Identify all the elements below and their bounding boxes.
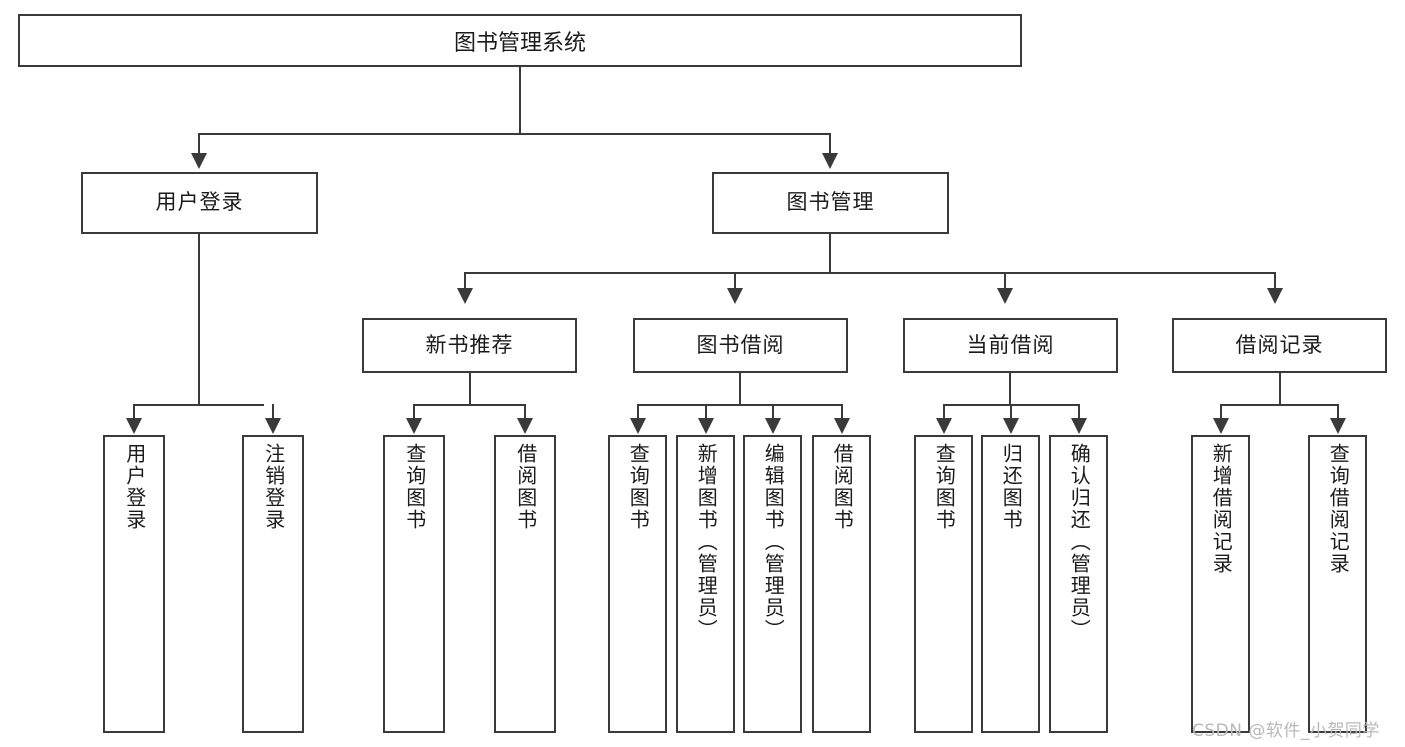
- node-new-book-recommend[interactable]: 新书推荐: [362, 318, 577, 373]
- node-user-login[interactable]: 用户登录: [81, 172, 318, 234]
- connector-nbr-bus: [413, 404, 526, 406]
- arrowhead-leaf-bb-0: [630, 418, 646, 434]
- connector-root-drop-2: [829, 133, 831, 155]
- connector-nbr-drop-2: [524, 404, 526, 420]
- node-label: 用户登录: [155, 190, 244, 215]
- watermark-text: CSDN @软件_小贺同学: [1192, 721, 1380, 741]
- connector-user-login-bus: [133, 404, 264, 406]
- connector-br-bus: [1220, 404, 1338, 406]
- leaf-new-book-recommend-1[interactable]: 借阅图书: [494, 435, 556, 733]
- connector-cb-drop-1: [943, 404, 945, 420]
- connector-bm-drop-1: [464, 272, 466, 290]
- leaf-label: 确认归还（管理员）: [1067, 443, 1092, 641]
- leaf-user-login-0[interactable]: 用户登录: [103, 435, 165, 733]
- leaf-label: 借阅图书: [830, 443, 855, 531]
- leaf-label: 查询图书: [932, 443, 957, 531]
- arrowhead-leaf-bb-1: [698, 418, 714, 434]
- connector-br-drop-1: [1220, 404, 1222, 420]
- connector-bb-drop-3: [772, 404, 774, 420]
- leaf-label: 查询借阅记录: [1326, 443, 1351, 575]
- arrowhead-leaf-nbr-1: [517, 418, 533, 434]
- leaf-label: 新增图书（管理员）: [694, 443, 719, 641]
- connector-root-bus: [198, 133, 831, 135]
- node-label: 借阅记录: [1235, 332, 1324, 357]
- connector-book-management-bus: [464, 272, 1276, 274]
- arrowhead-leaf-cb-0: [936, 418, 952, 434]
- leaf-current-borrow-2[interactable]: 确认归还（管理员）: [1049, 435, 1108, 733]
- connector-bm-drop-3: [1004, 272, 1006, 290]
- node-label: 新书推荐: [425, 332, 514, 357]
- connector-bb-drop-1: [637, 404, 639, 420]
- arrowhead-leaf-cb-1: [1003, 418, 1019, 434]
- leaf-label: 查询图书: [402, 443, 427, 531]
- leaf-label: 注销登录: [261, 443, 286, 531]
- node-book-borrow[interactable]: 图书借阅: [633, 318, 848, 373]
- arrowhead-leaf-user-login-0: [126, 418, 142, 434]
- node-root-book-management-system[interactable]: 图书管理系统: [18, 14, 1022, 67]
- arrowhead-leaf-bb-3: [834, 418, 850, 434]
- arrowhead-user-login: [191, 153, 207, 169]
- connector-br-stem: [1279, 373, 1281, 405]
- leaf-current-borrow-1[interactable]: 归还图书: [981, 435, 1040, 733]
- connector-cb-drop-3: [1078, 404, 1080, 420]
- arrowhead-leaf-user-login-1: [265, 418, 281, 434]
- node-label: 图书借阅: [696, 332, 785, 357]
- connector-nbr-drop-1: [413, 404, 415, 420]
- node-current-borrow[interactable]: 当前借阅: [903, 318, 1118, 373]
- leaf-borrow-record-1[interactable]: 查询借阅记录: [1308, 435, 1367, 733]
- leaf-label: 归还图书: [999, 443, 1024, 531]
- connector-user-login-drop-1: [133, 404, 135, 420]
- connector-bb-drop-2: [705, 404, 707, 420]
- arrowhead-leaf-cb-2: [1071, 418, 1087, 434]
- arrowhead-current-borrow: [997, 288, 1013, 304]
- connector-book-management-stem: [829, 234, 831, 273]
- arrowhead-leaf-bb-2: [765, 418, 781, 434]
- leaf-borrow-record-0[interactable]: 新增借阅记录: [1191, 435, 1250, 733]
- leaf-book-borrow-2[interactable]: 编辑图书（管理员）: [743, 435, 802, 733]
- connector-nbr-stem: [469, 373, 471, 405]
- leaf-new-book-recommend-0[interactable]: 查询图书: [383, 435, 445, 733]
- leaf-label: 编辑图书（管理员）: [761, 443, 786, 641]
- leaf-label: 新增借阅记录: [1209, 443, 1234, 575]
- connector-bb-bus: [637, 404, 843, 406]
- connector-bb-drop-4: [841, 404, 843, 420]
- connector-cb-drop-2: [1010, 404, 1012, 420]
- arrowhead-borrow-record: [1267, 288, 1283, 304]
- node-label: 当前借阅: [966, 332, 1055, 357]
- node-book-management[interactable]: 图书管理: [712, 172, 949, 234]
- connector-br-drop-2: [1337, 404, 1339, 420]
- leaf-label: 用户登录: [122, 443, 147, 531]
- leaf-book-borrow-0[interactable]: 查询图书: [608, 435, 667, 733]
- connector-bb-stem: [739, 373, 741, 405]
- connector-root-stem: [519, 67, 521, 134]
- leaf-label: 借阅图书: [513, 443, 538, 531]
- connector-root-drop-1: [198, 133, 200, 155]
- arrowhead-leaf-br-0: [1213, 418, 1229, 434]
- connector-user-login-drop-2: [272, 404, 274, 420]
- leaf-current-borrow-0[interactable]: 查询图书: [914, 435, 973, 733]
- connector-bm-drop-2: [734, 272, 736, 290]
- connector-bm-drop-4: [1274, 272, 1276, 290]
- arrowhead-leaf-br-1: [1330, 418, 1346, 434]
- leaf-book-borrow-3[interactable]: 借阅图书: [812, 435, 871, 733]
- arrowhead-book-borrow: [727, 288, 743, 304]
- arrowhead-book-management: [822, 153, 838, 169]
- connector-cb-stem: [1009, 373, 1011, 405]
- leaf-label: 查询图书: [626, 443, 651, 531]
- arrowhead-new-book-recommend: [457, 288, 473, 304]
- arrowhead-leaf-nbr-0: [406, 418, 422, 434]
- leaf-book-borrow-1[interactable]: 新增图书（管理员）: [676, 435, 735, 733]
- node-label: 图书管理系统: [453, 30, 586, 56]
- node-borrow-record[interactable]: 借阅记录: [1172, 318, 1387, 373]
- connector-user-login-stem: [198, 234, 200, 405]
- leaf-user-login-1[interactable]: 注销登录: [242, 435, 304, 733]
- node-label: 图书管理: [786, 190, 875, 215]
